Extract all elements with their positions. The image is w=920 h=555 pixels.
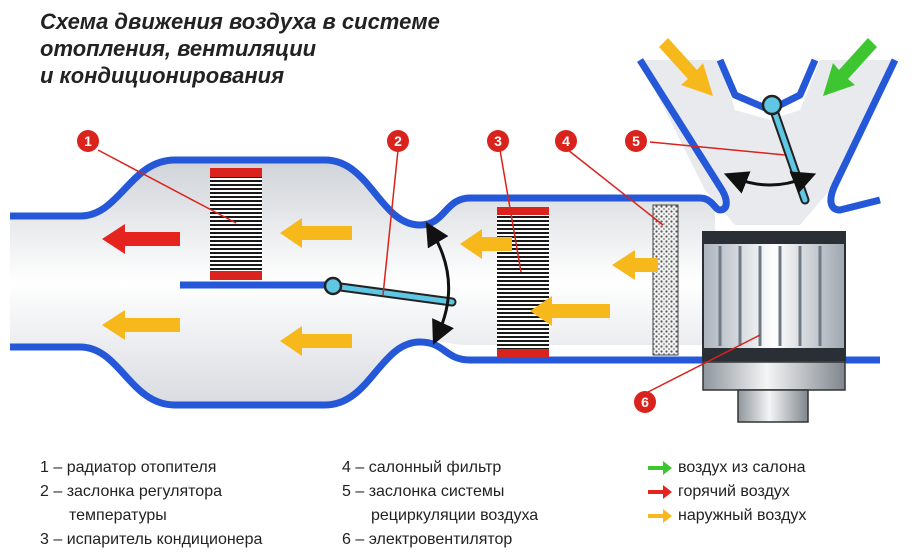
outside-air-arrow xyxy=(530,296,610,326)
marker-6: 6 xyxy=(634,391,656,413)
marker-2-label: 2 xyxy=(394,133,402,149)
marker-4: 4 xyxy=(555,130,577,152)
marker-4-label: 4 xyxy=(562,133,570,149)
marker-5-label: 5 xyxy=(632,133,640,149)
marker-3: 3 xyxy=(487,130,509,152)
outside-air-intake-arrow xyxy=(659,38,713,96)
component-4: 4 – салонный фильтр xyxy=(342,459,502,476)
electric-fan xyxy=(702,231,846,423)
hot-air-arrow xyxy=(102,224,180,254)
legend-item-outside-air: наружный воздух xyxy=(648,504,806,528)
outside-air-arrow xyxy=(612,250,658,280)
marker-3-label: 3 xyxy=(494,133,502,149)
leader-line-3 xyxy=(499,149,522,273)
duct-top-wall xyxy=(10,58,730,229)
green-arrow-icon xyxy=(648,461,672,475)
component-3: 3 – испаритель кондиционера xyxy=(40,531,263,548)
title-line-1: Схема движения воздуха в системе xyxy=(40,9,440,34)
leader-line-4 xyxy=(567,149,664,226)
title-line-3: и кондиционирования xyxy=(40,63,285,88)
air-flow-arrows xyxy=(102,38,877,356)
marker-1: 1 xyxy=(77,130,99,152)
component-6: 6 – электровентилятор xyxy=(342,531,513,548)
outside-air-arrow xyxy=(102,310,180,340)
component-list-left: 1 – радиатор отопителя 2 – заслонка регу… xyxy=(40,456,262,552)
component-5-cont: рециркуляции воздуха xyxy=(371,507,539,524)
legend-label-outside-air: наружный воздух xyxy=(678,507,807,524)
diagram-title: Схема движения воздуха в системе отоплен… xyxy=(40,8,560,89)
ac-evaporator xyxy=(497,207,549,357)
marker-2: 2 xyxy=(387,130,409,152)
yellow-arrow-icon xyxy=(648,509,672,523)
numbered-markers: 1 2 3 4 5 6 xyxy=(77,130,656,413)
marker-6-label: 6 xyxy=(641,394,649,410)
legend-item-hot-air: горячий воздух xyxy=(648,480,806,504)
cabin-air-intake-arrow xyxy=(823,38,877,96)
marker-1-label: 1 xyxy=(84,133,92,149)
leader-line-1 xyxy=(97,149,237,224)
component-5: 5 – заслонка системы xyxy=(342,483,505,500)
duct-bottom-wall xyxy=(10,338,880,409)
leader-line-5 xyxy=(649,141,786,156)
heater-radiator xyxy=(210,168,262,280)
outside-air-arrow xyxy=(280,218,352,248)
recirculation-flap-swing-arrow xyxy=(723,171,817,194)
leader-line-6 xyxy=(647,334,761,393)
red-arrow-icon xyxy=(648,485,672,499)
title-line-2: отопления, вентиляции xyxy=(40,36,317,61)
marker-5: 5 xyxy=(625,130,647,152)
temperature-flap-swing-arrow xyxy=(425,221,454,345)
cabin-filter xyxy=(652,204,679,356)
legend-item-cabin-air: воздух из салона xyxy=(648,456,806,480)
air-legend: воздух из салона горячий воздух наружный… xyxy=(648,456,806,528)
leader-lines xyxy=(97,141,786,393)
component-list-middle: 4 – салонный фильтр 5 – заслонка системы… xyxy=(342,456,538,552)
component-2: 2 – заслонка регулятора xyxy=(40,483,222,500)
legend-label-cabin-air: воздух из салона xyxy=(678,459,806,476)
duct-walls xyxy=(10,58,899,409)
legend-label-hot-air: горячий воздух xyxy=(678,483,790,500)
component-2-cont: температуры xyxy=(69,507,167,524)
intake-right-wall xyxy=(827,58,899,214)
leader-line-2 xyxy=(382,149,399,296)
component-1: 1 – радиатор отопителя xyxy=(40,459,217,476)
outside-air-arrow xyxy=(280,326,352,356)
outside-air-arrow xyxy=(460,229,512,259)
